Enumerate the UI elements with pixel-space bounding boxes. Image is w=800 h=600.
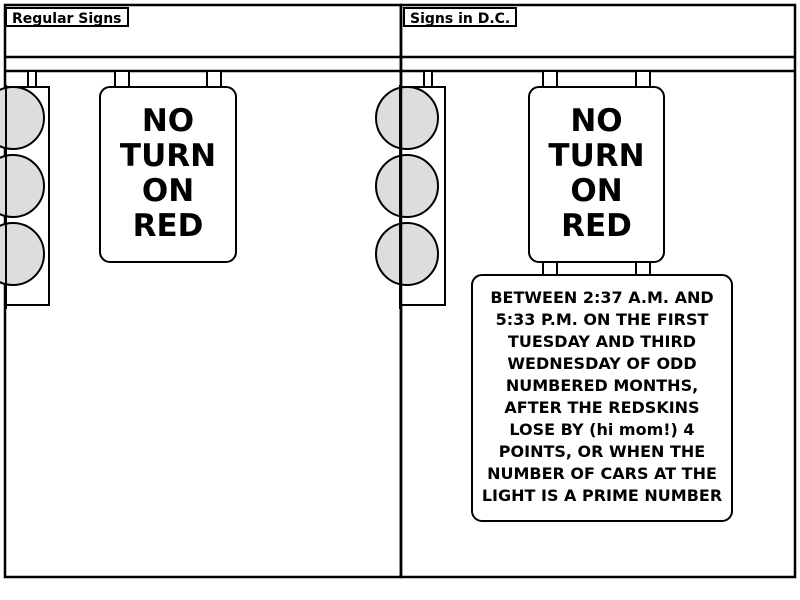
traffic-lamp-bottom <box>375 222 439 286</box>
extra-sign-line: TUESDAY AND THIRD <box>507 332 697 351</box>
traffic-lamp-bottom <box>0 222 45 286</box>
sign-line: TURN <box>119 138 217 174</box>
traffic-lamp-middle <box>375 154 439 218</box>
overhead-beam-right <box>401 55 795 73</box>
traffic-lamp-middle <box>0 154 45 218</box>
panel-1-caption: Regular Signs <box>5 7 129 27</box>
extra-sign-line: WEDNESDAY OF ODD <box>507 354 697 373</box>
extra-sign-line: POINTS, OR WHEN THE <box>498 442 706 461</box>
extra-sign-line: AFTER THE REDSKINS <box>504 398 700 417</box>
sign-line: RED <box>132 208 204 244</box>
extra-sign-line: 5:33 P.M. ON THE FIRST <box>495 310 709 329</box>
traffic-lamp-top <box>375 86 439 150</box>
sign-line: ON <box>570 173 623 209</box>
extra-sign-line: LOSE BY (hi mom!) 4 <box>509 420 695 439</box>
overhead-beam-left <box>5 55 401 73</box>
extra-conditions-sign <box>471 274 733 522</box>
sign-line: ON <box>141 173 195 209</box>
sign-line: RED <box>561 208 632 244</box>
extra-sign-line: LIGHT IS A PRIME NUMBER <box>481 486 723 505</box>
extra-sign-line: BETWEEN 2:37 A.M. AND <box>490 288 714 307</box>
sign-text-left: NO TURN ON RED <box>100 104 236 244</box>
sign-line: TURN <box>548 138 645 174</box>
extra-sign-text: BETWEEN 2:37 A.M. AND 5:33 P.M. ON THE F… <box>472 287 732 507</box>
panel-2-caption: Signs in D.C. <box>403 7 518 27</box>
sign-line: NO <box>141 103 195 139</box>
no-turn-on-red-sign-left <box>99 70 237 263</box>
no-turn-on-red-sign-right <box>528 70 665 277</box>
sign-line: NO <box>570 103 623 139</box>
traffic-lamp-top <box>0 86 45 150</box>
extra-sign-line: NUMBER OF CARS AT THE <box>487 464 717 483</box>
traffic-light-right <box>375 70 446 306</box>
extra-sign-line: NUMBERED MONTHS, <box>505 376 699 395</box>
traffic-light-left <box>0 70 50 306</box>
sign-text-right: NO TURN ON RED <box>529 104 664 244</box>
